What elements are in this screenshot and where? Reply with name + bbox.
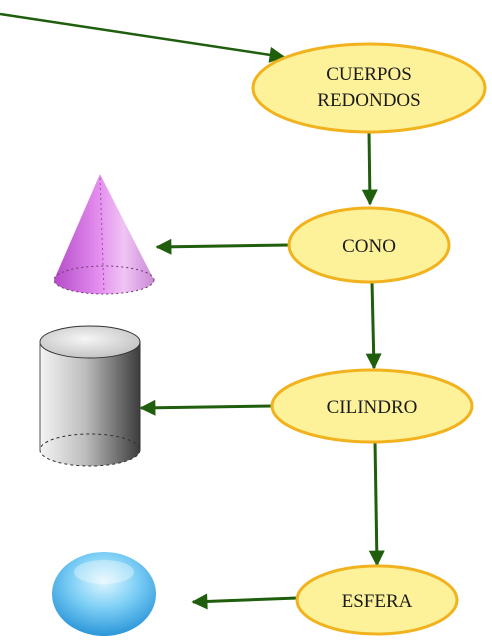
incoming-arrow [0, 12, 286, 63]
arrow-cuerpos-to-cono [361, 130, 378, 206]
node-cono: CONO [287, 206, 451, 284]
node-cuerpos-redondos-line2: REDONDOS [317, 90, 420, 111]
node-cuerpos-redondos-line1: CUERPOS [326, 64, 412, 85]
node-esfera: ESFERA [295, 564, 459, 636]
sphere-shape [52, 552, 156, 636]
arrow-cilindro-to-esfera [368, 440, 385, 567]
node-cono-label: CONO [342, 236, 396, 257]
cone-shape [53, 174, 155, 295]
cylinder-shape [39, 325, 141, 467]
node-cilindro: CILINDRO [270, 368, 474, 444]
arrow-cono-to-cilindro [365, 281, 382, 370]
arrow-esfera-to-sphere-shape [191, 593, 298, 610]
node-esfera-label: ESFERA [342, 591, 413, 612]
node-cuerpos-redondos: CUERPOS REDONDOS [251, 42, 487, 134]
arrow-cilindro-to-cylinder-shape [139, 399, 273, 416]
arrow-cono-to-cone-shape [155, 238, 290, 255]
node-cilindro-label: CILINDRO [327, 397, 418, 418]
